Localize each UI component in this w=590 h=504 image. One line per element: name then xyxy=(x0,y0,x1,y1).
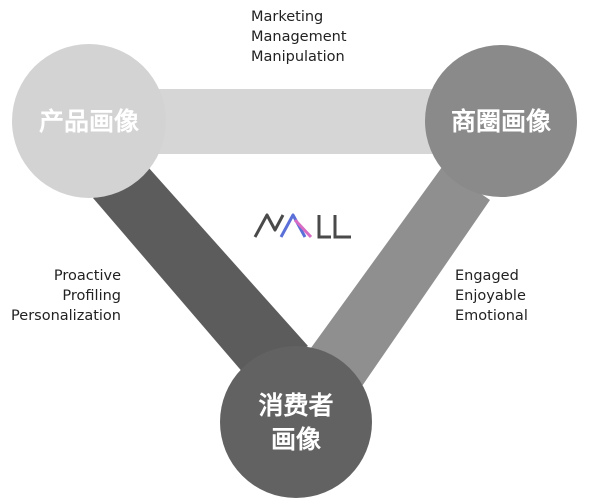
edge-top-label: Manipulation xyxy=(251,49,345,65)
edge-left-labels: Proactive Profiling Personalization xyxy=(11,266,121,326)
logo-letter-a-accent xyxy=(293,218,313,239)
consumer-profile-node xyxy=(220,346,372,498)
logo-letter-l2 xyxy=(333,215,351,239)
edge-top-label: Management xyxy=(251,29,347,45)
logo-letter-l1 xyxy=(317,215,331,239)
business-district-label: 商圈画像 xyxy=(451,107,551,136)
consumer-profile-label-line1: 消费者 xyxy=(258,391,333,420)
edge-left-label: Profiling xyxy=(62,288,121,304)
edge-business-consumer xyxy=(308,167,490,389)
edge-left-label: Proactive xyxy=(53,268,121,284)
edge-product-consumer xyxy=(93,167,308,382)
edge-right-labels: Engaged Enjoyable Emotional xyxy=(455,266,528,326)
product-profile-label: 产品画像 xyxy=(39,107,139,136)
edge-right-label: Emotional xyxy=(455,308,528,324)
logo-letter-a xyxy=(279,213,307,238)
mall-logo xyxy=(253,213,351,239)
edge-right-label: Engaged xyxy=(455,268,519,284)
logo-letter-m xyxy=(253,213,285,238)
edge-top-label: Marketing xyxy=(251,9,324,25)
consumer-profile-label-line2: 画像 xyxy=(271,425,321,454)
edge-right-label: Enjoyable xyxy=(455,288,526,304)
edge-left-label: Personalization xyxy=(11,308,121,324)
edge-product-business xyxy=(155,89,435,154)
product-profile-node xyxy=(12,44,166,198)
edge-top-labels: Marketing Management Manipulation xyxy=(251,7,347,67)
business-district-node xyxy=(425,45,577,197)
